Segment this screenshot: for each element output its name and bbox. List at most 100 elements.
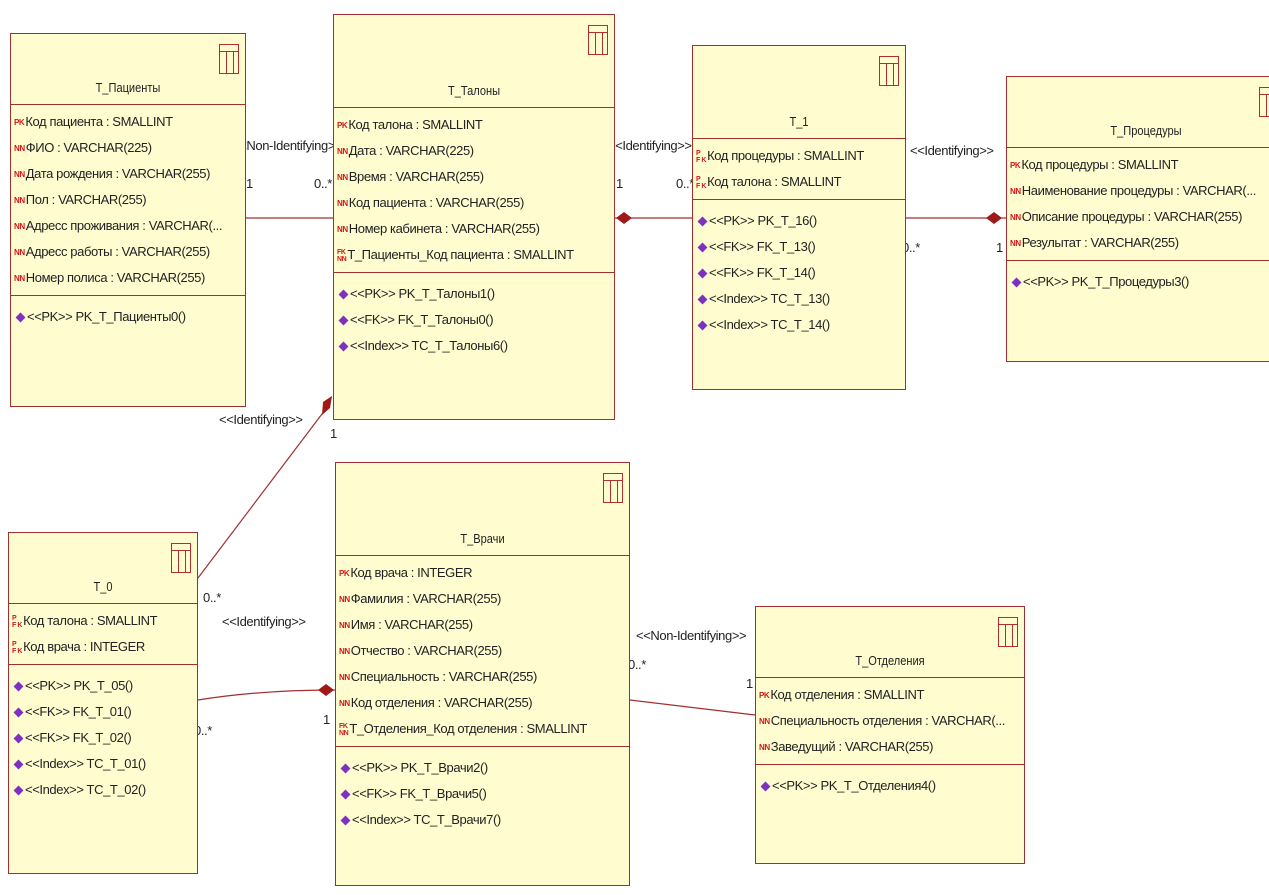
operation-row[interactable]: <<FK>> FK_T_Талоны0() — [338, 307, 614, 333]
relation-diamond-t0-doctors — [318, 684, 334, 696]
operation-row[interactable]: <<FK>> FK_T_13() — [697, 234, 905, 260]
column-row[interactable]: NNНомер полиса : VARCHAR(255) — [14, 265, 245, 291]
table-header: T_Врачи — [336, 463, 629, 556]
column-row[interactable]: NNНомер кабинета : VARCHAR(255) — [337, 216, 614, 242]
operation-row[interactable]: <<Index>> TC_T_02() — [13, 777, 197, 803]
table-title: T_Пациенты — [95, 80, 161, 95]
column-row[interactable]: NNФамилия : VARCHAR(255) — [339, 586, 629, 612]
operation-row[interactable]: <<PK>> PK_T_05() — [13, 673, 197, 699]
operation-row[interactable]: <<FK>> FK_T_14() — [697, 260, 905, 286]
column-row[interactable]: NNНаименование процедуры : VARCHAR(... — [1010, 178, 1269, 204]
column-row[interactable]: PKКод талона : SMALLINT — [337, 112, 614, 138]
column-row[interactable]: NNСпециальность : VARCHAR(255) — [339, 664, 629, 690]
column-text: Специальность отделения : VARCHAR(... — [770, 713, 1006, 728]
operation-icon — [13, 707, 24, 718]
column-text: Код талона : SMALLINT — [707, 174, 842, 189]
relation-stereotype-tickets-t1: <<Identifying>> — [608, 138, 692, 153]
key-badge-icon: NN — [339, 698, 350, 708]
operation-row[interactable]: <<PK>> PK_T_Процедуры3() — [1011, 269, 1269, 295]
column-text: T_Пациенты_Код пациента : SMALLINT — [347, 247, 574, 262]
operation-row[interactable]: <<Index>> TC_T_Врачи7() — [340, 807, 629, 833]
column-row[interactable]: NNФИО : VARCHAR(225) — [14, 135, 245, 161]
operation-row[interactable]: <<Index>> TC_T_01() — [13, 751, 197, 777]
column-text: Дата : VARCHAR(225) — [348, 143, 474, 158]
operation-row[interactable]: <<Index>> TC_T_Талоны6() — [338, 333, 614, 359]
column-row[interactable]: NNПол : VARCHAR(255) — [14, 187, 245, 213]
key-badge-icon: NN — [14, 143, 25, 153]
column-row[interactable]: PKКод процедуры : SMALLINT — [1010, 152, 1269, 178]
column-row[interactable]: NNАдресс проживания : VARCHAR(... — [14, 213, 245, 239]
column-row[interactable]: NNАдресс работы : VARCHAR(255) — [14, 239, 245, 265]
operation-row[interactable]: <<Index>> TC_T_13() — [697, 286, 905, 312]
operation-icon — [338, 315, 349, 326]
relation-line-t0-doctors — [197, 689, 336, 701]
operation-list: <<PK>> PK_T_Врачи2()<<FK>> FK_T_Врачи5()… — [336, 747, 629, 837]
operation-row[interactable]: <<PK>> PK_T_Врачи2() — [340, 755, 629, 781]
operation-icon — [338, 289, 349, 300]
operation-text: <<Index>> TC_T_Врачи7() — [352, 812, 501, 827]
column-row[interactable]: NNОтчество : VARCHAR(255) — [339, 638, 629, 664]
column-row[interactable]: NNОписание процедуры : VARCHAR(255) — [1010, 204, 1269, 230]
operation-icon — [13, 785, 24, 796]
column-text: Фамилия : VARCHAR(255) — [350, 591, 502, 606]
operation-row[interactable]: <<Index>> TC_T_14() — [697, 312, 905, 338]
column-row[interactable]: NNСпециальность отделения : VARCHAR(... — [759, 708, 1024, 734]
operation-row[interactable]: <<FK>> FK_T_Врачи5() — [340, 781, 629, 807]
column-row[interactable]: PKКод пациента : SMALLINT — [14, 109, 245, 135]
column-row[interactable]: PKКод врача : INTEGER — [339, 560, 629, 586]
column-text: Код процедуры : SMALLINT — [1021, 157, 1179, 172]
operation-icon — [340, 789, 351, 800]
operation-row[interactable]: <<FK>> FK_T_02() — [13, 725, 197, 751]
operation-text: <<FK>> FK_T_Талоны0() — [350, 312, 494, 327]
column-text: Номер полиса : VARCHAR(255) — [25, 270, 206, 285]
column-text: Адресс проживания : VARCHAR(... — [25, 218, 223, 233]
column-text: Код отделения : SMALLINT — [770, 687, 924, 702]
operation-list: <<PK>> PK_T_05()<<FK>> FK_T_01()<<FK>> F… — [9, 665, 197, 807]
operation-row[interactable]: <<PK>> PK_T_Талоны1() — [338, 281, 614, 307]
table-title: T_Талоны — [447, 83, 501, 98]
table-icon — [879, 56, 899, 86]
column-row[interactable]: NNДата : VARCHAR(225) — [337, 138, 614, 164]
column-row[interactable]: NNИмя : VARCHAR(255) — [339, 612, 629, 638]
column-row[interactable]: NNРезулытат : VARCHAR(255) — [1010, 230, 1269, 256]
column-row[interactable]: PKКод отделения : SMALLINT — [759, 682, 1024, 708]
table-title: T_1 — [789, 114, 809, 129]
operation-row[interactable]: <<PK>> PK_T_Пациенты0() — [15, 304, 245, 330]
column-row[interactable]: NNКод пациента : VARCHAR(255) — [337, 190, 614, 216]
operation-text: <<Index>> TC_T_13() — [709, 291, 830, 306]
column-text: Номер кабинета : VARCHAR(255) — [348, 221, 540, 236]
column-row[interactable]: NNДата рождения : VARCHAR(255) — [14, 161, 245, 187]
column-row[interactable]: NNКод отделения : VARCHAR(255) — [339, 690, 629, 716]
operation-row[interactable]: <<PK>> PK_T_Отделения4() — [760, 773, 1024, 799]
operation-row[interactable]: <<FK>> FK_T_01() — [13, 699, 197, 725]
key-badge-icon: NN — [14, 169, 25, 179]
operation-row[interactable]: <<PK>> PK_T_16() — [697, 208, 905, 234]
operation-icon — [340, 815, 351, 826]
relation-mult-tickets-from-t0: 1 — [330, 426, 337, 441]
relation-diamond-t1-procedures — [986, 212, 1002, 224]
key-badge-icon: NN — [759, 742, 770, 752]
table-title: T_0 — [93, 579, 113, 594]
key-badge-icon: NN — [339, 594, 350, 604]
column-row[interactable]: NNЗаведущий : VARCHAR(255) — [759, 734, 1024, 760]
column-text: Время : VARCHAR(255) — [348, 169, 484, 184]
column-row[interactable]: NNВремя : VARCHAR(255) — [337, 164, 614, 190]
operation-text: <<PK>> PK_T_Талоны1() — [350, 286, 495, 301]
key-badge-icon: NN — [337, 146, 348, 156]
operation-icon — [697, 216, 708, 227]
